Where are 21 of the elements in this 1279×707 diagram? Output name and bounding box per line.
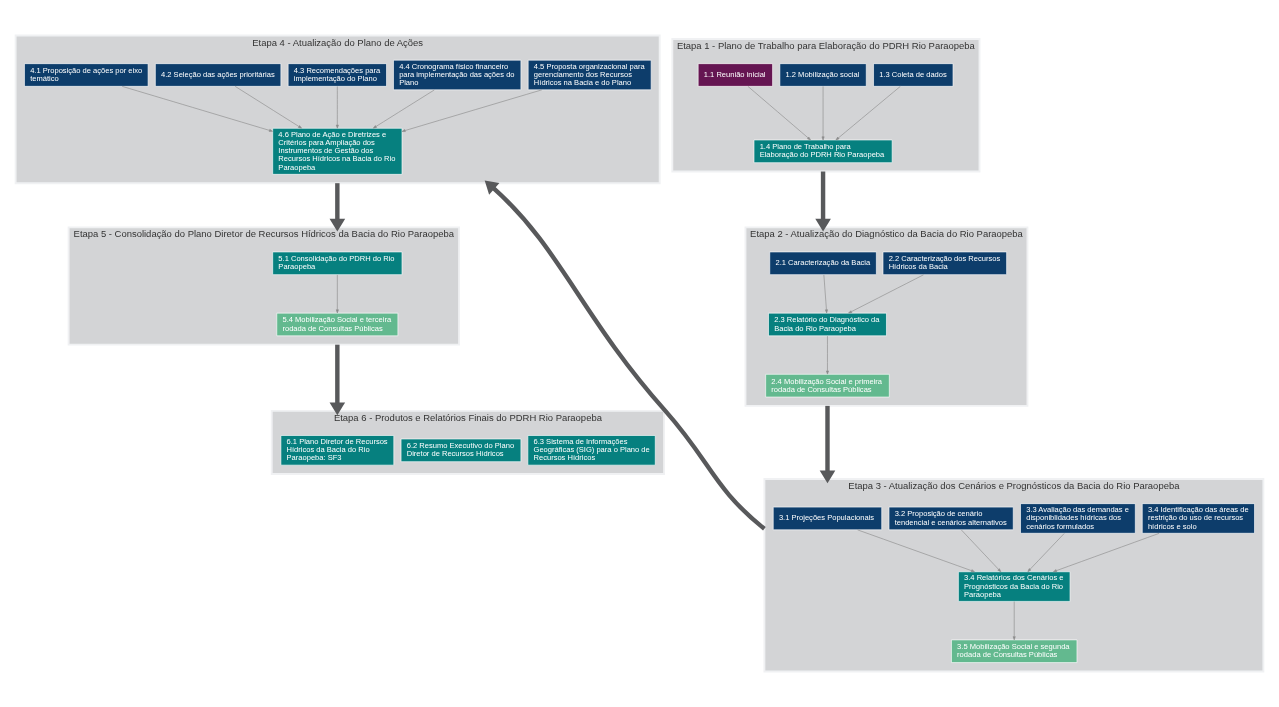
- arrow: [823, 274, 828, 314]
- arrow: [329, 344, 346, 416]
- arrow: [857, 529, 975, 573]
- arrow: [234, 86, 302, 129]
- arrow: [372, 89, 435, 129]
- arrow: [1027, 533, 1065, 572]
- arrow: [815, 171, 831, 232]
- arrow: [819, 405, 836, 484]
- arrow: [335, 274, 339, 314]
- arrow: [848, 274, 924, 314]
- arrow: [401, 89, 543, 132]
- arrow: [335, 86, 339, 129]
- arrow: [121, 86, 273, 132]
- arrow: [747, 86, 811, 141]
- arrow: [1053, 533, 1160, 573]
- arrow: [329, 183, 346, 232]
- arrow: [1012, 601, 1016, 641]
- arrow: [960, 529, 1002, 573]
- arrow: [484, 180, 766, 531]
- arrow: [835, 86, 901, 141]
- arrow: [826, 335, 829, 375]
